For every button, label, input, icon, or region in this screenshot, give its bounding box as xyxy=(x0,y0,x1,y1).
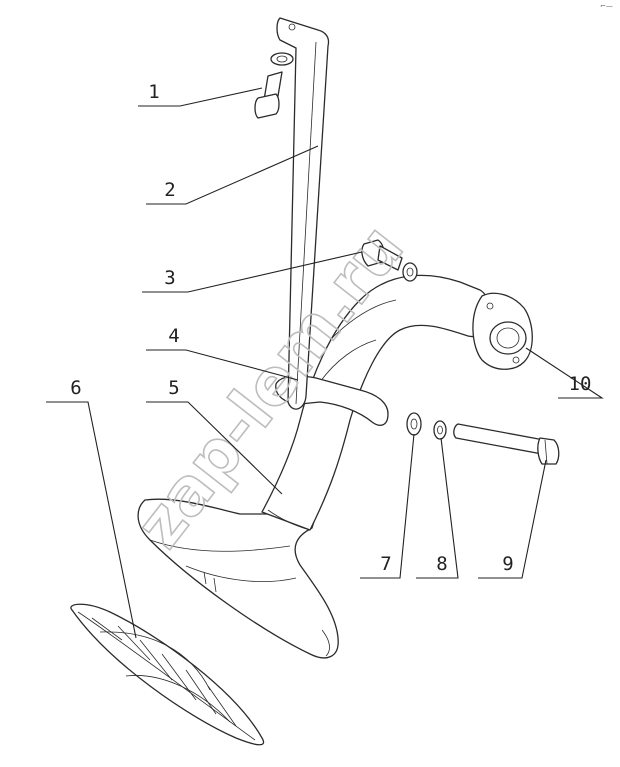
part-6-dish xyxy=(70,603,265,746)
callout-6: 6 xyxy=(70,377,81,399)
part-1-bolt xyxy=(254,52,294,119)
callout-8: 8 xyxy=(436,553,447,575)
callout-1: 1 xyxy=(148,81,159,103)
part-9-long-bolt xyxy=(453,423,560,465)
callout-4: 4 xyxy=(168,325,179,347)
callout-5: 5 xyxy=(168,377,179,399)
callout-7: 7 xyxy=(380,553,391,575)
corner-mark: ⌐— xyxy=(600,2,613,10)
callout-3: 3 xyxy=(164,267,175,289)
callouts: 1 2 3 4 5 6 7 8 9 10 xyxy=(70,81,591,575)
callout-2: 2 xyxy=(164,179,175,201)
leader-lines xyxy=(46,87,604,639)
part-8-lock-washer xyxy=(433,420,447,440)
callout-10: 10 xyxy=(569,373,592,395)
part-7-washer xyxy=(406,412,422,436)
part-3-bolt xyxy=(361,239,418,282)
part-2-bracket xyxy=(276,17,330,410)
part-10-elbow-pipe xyxy=(261,274,533,531)
callout-9: 9 xyxy=(502,553,513,575)
